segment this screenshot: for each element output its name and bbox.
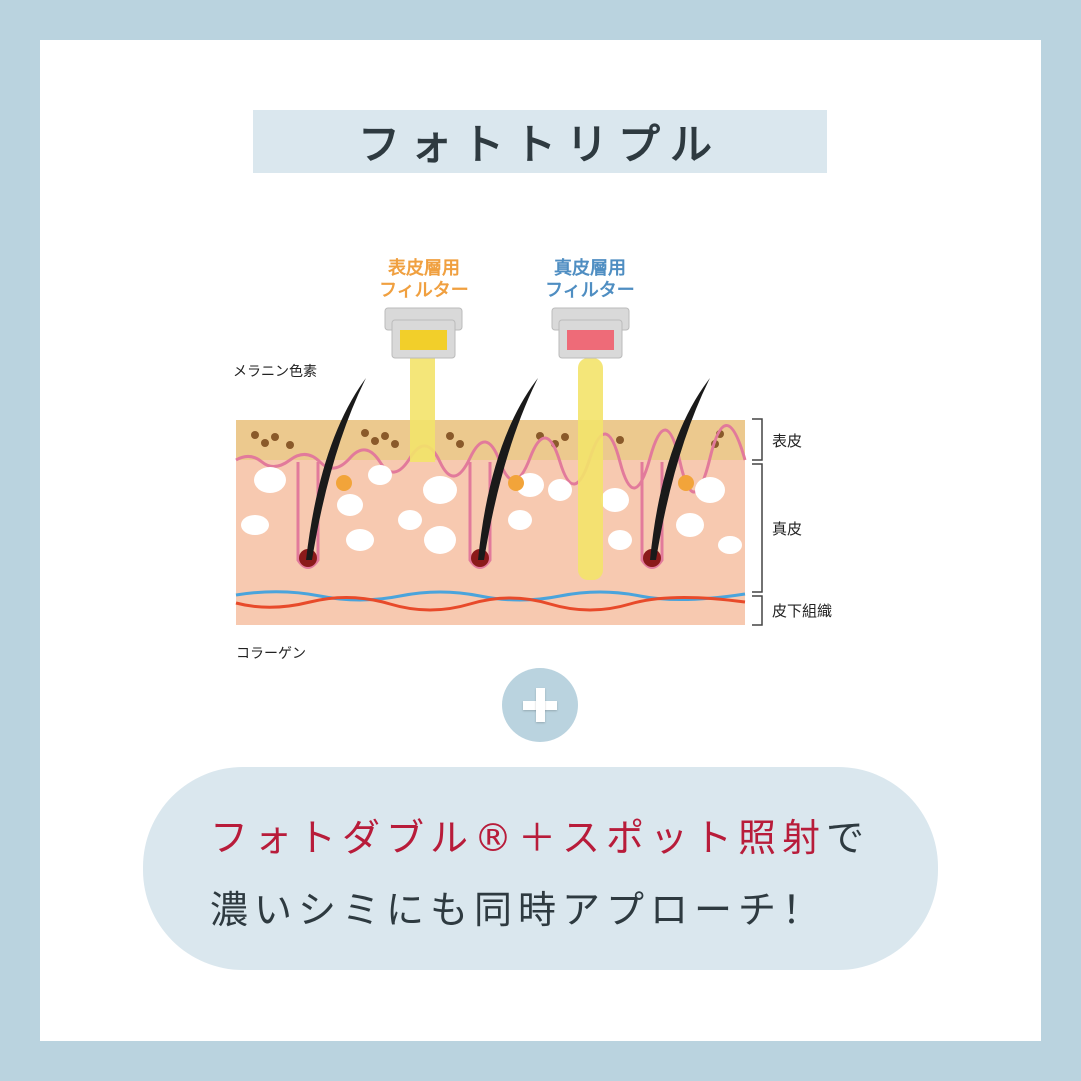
message-line-1-rest: で [826, 816, 871, 860]
collagen-fibers [241, 465, 742, 554]
dermis-filter-label-2: フィルター [545, 280, 635, 301]
message-highlight: フォトダブル®＋スポット照射 [210, 816, 827, 860]
epidermis-filter-icon [384, 307, 463, 359]
epidermis-filter-label: 表皮層用 [388, 257, 460, 279]
layer-label-epidermis: 表皮 [772, 432, 802, 450]
epidermis-layer [236, 420, 745, 460]
message-line-2: 濃いシミにも同時アプローチ！ [210, 888, 827, 932]
dermis-filter-label: 真皮層用 [554, 257, 626, 279]
title-banner: フォトトリプル [253, 110, 827, 173]
layer-label-subcutis: 皮下組織 [772, 602, 832, 620]
melanin-label: メラニン色素 [233, 363, 317, 380]
hair-follicle [296, 378, 366, 569]
layer-brackets [752, 418, 763, 626]
hair-follicle [640, 378, 710, 569]
hair-follicle [468, 378, 538, 569]
epidermis-light-beam [410, 358, 435, 462]
layer-label-dermis: 真皮 [772, 520, 802, 538]
plus-icon [502, 668, 578, 742]
artery [235, 595, 746, 612]
vein [235, 590, 746, 602]
page-title: フォトトリプル [357, 120, 722, 169]
message-line-1: フォトダブル®＋スポット照射で [210, 807, 870, 862]
dermis-light-beam [578, 358, 603, 580]
message-box: フォトダブル®＋スポット照射で 濃いシミにも同時アプローチ！ [143, 767, 938, 970]
dermis-filter-icon [551, 307, 630, 359]
epidermis-filter-label-2: フィルター [379, 280, 469, 301]
collagen-label: コラーゲン [236, 646, 306, 662]
